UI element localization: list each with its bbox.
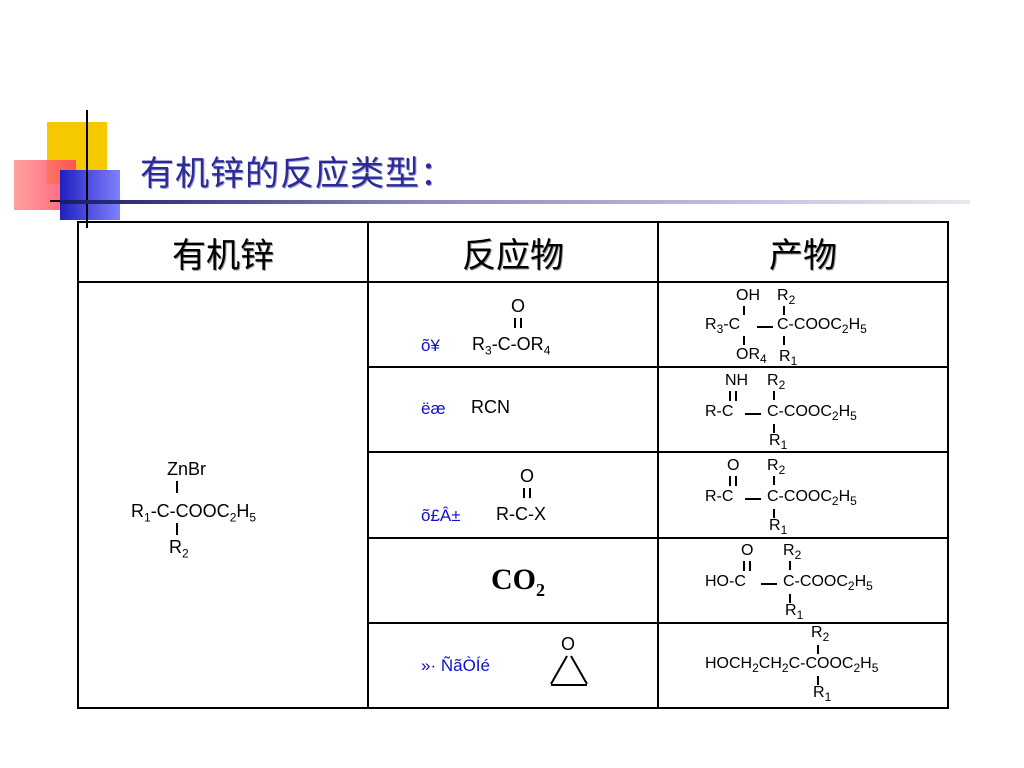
product-top-left: O [727, 456, 740, 474]
product-top-right: R2 [777, 286, 796, 307]
table-row: CO2 O R2 HO-C C-COOC2H5 R1 [78, 536, 949, 624]
table-row: ZnBr R1-C-COOC2H5 R2 O õ¥ R3-C-OR4 OH R2… [77, 280, 949, 709]
reaction-table: 有机锌 反应物 产物 ZnBr R1-C-COOC2H5 R2 O õ¥ R3-… [77, 221, 949, 710]
product-mid: HOCH2CH2C-COOC2H5 [705, 655, 879, 676]
reactant-cell: CO2 [367, 536, 659, 624]
bond-line [773, 423, 775, 433]
product-top-right: R2 [767, 456, 786, 478]
carbonyl-oxygen: O [511, 295, 526, 316]
header-product: 产物 [657, 221, 949, 283]
bond-line [817, 645, 819, 655]
product-cell: R2 HOCH2CH2C-COOC2H5 R1 [657, 621, 949, 710]
table-row: ëæ RCN NH R2 R-C C-COOC2H5 R1 [78, 366, 949, 454]
product-mid-left: HO-C [705, 573, 746, 591]
reactant-formula: RCN [471, 396, 510, 417]
product-top-right: R2 [811, 624, 830, 645]
corner-decoration [0, 0, 140, 230]
product-mid-right: C-COOC2H5 [777, 315, 867, 336]
reactant-cell: ëæ RCN [367, 366, 659, 454]
header-organozinc: 有机锌 [77, 221, 369, 283]
product-bottom-right: R1 [769, 431, 788, 452]
product-cell: NH R2 R-C C-COOC2H5 R1 [657, 366, 949, 454]
bond-line [817, 676, 819, 686]
organozinc-bottom: R2 [169, 537, 189, 561]
product-mid-left: R-C [705, 487, 734, 505]
product-top-left: O [741, 542, 754, 560]
header-reactant: 反应物 [367, 221, 659, 283]
product-mid-left: R3-C [705, 315, 741, 336]
product-mid-left: R-C [705, 402, 734, 420]
bond-line [789, 561, 791, 571]
double-bond [514, 317, 522, 328]
product-top-right: R2 [783, 542, 802, 563]
bond-line [783, 335, 785, 345]
product-bottom-right: R1 [785, 602, 804, 623]
product-bottom-right: R1 [813, 684, 832, 705]
page-title: 有机锌的反应类型： [140, 154, 455, 194]
product-cell: OH R2 R3-C C-COOC2H5 OR4 R1 [657, 280, 949, 369]
table-row: O õ£Â± R-C-X O R2 R-C C-COOC2H5 R1 [78, 451, 949, 539]
organozinc-top: ZnBr [167, 459, 207, 479]
bond-line [176, 481, 178, 493]
reactant-cell: O õ£Â± R-C-X [367, 451, 659, 539]
bond-line [745, 497, 761, 500]
bond-line [176, 523, 178, 535]
reactant-cell: O õ¥ R3-C-OR4 [367, 280, 659, 369]
bond-line [745, 412, 761, 415]
product-mid-right: C-COOC2H5 [767, 487, 857, 509]
reactant-cell: »· ÑãÒÍé O [367, 621, 659, 710]
table-row: »· ÑãÒÍé O R2 HOCH2CH2C-COOC2H5 R1 [78, 621, 949, 710]
product-top-right: R2 [767, 371, 786, 392]
double-bond [743, 561, 751, 572]
product-cell: O R2 R-C C-COOC2H5 R1 [657, 451, 949, 539]
double-bond [729, 475, 737, 486]
bond-line [743, 305, 745, 315]
reactant-formula: R-C-X [496, 503, 546, 524]
product-mid-right: C-COOC2H5 [783, 573, 873, 594]
double-bond [523, 487, 531, 498]
product-cell: O R2 HO-C C-COOC2H5 R1 [657, 536, 949, 624]
organozinc-cell: ZnBr R1-C-COOC2H5 R2 [77, 281, 369, 709]
product-bottom-left: OR4 [736, 345, 767, 366]
epoxide-ring-icon [550, 655, 588, 687]
product-top-left: OH [736, 286, 760, 304]
product-top-left: NH [725, 371, 749, 389]
reactant-co2: CO2 [491, 563, 545, 601]
carbonyl-oxygen: O [520, 465, 535, 486]
bond-line [783, 305, 785, 315]
reactant-label: ëæ [421, 398, 446, 418]
reactant-label: »· ÑãÒÍé [421, 656, 490, 676]
bond-line [757, 325, 773, 328]
bond-line [743, 335, 745, 345]
epoxide-oxygen: O [561, 634, 576, 655]
reactant-label: õ£Â± [421, 505, 461, 525]
bond-line [761, 583, 777, 586]
reactant-formula: R3-C-OR4 [472, 333, 551, 358]
table-header-row: 有机锌 反应物 产物 [77, 221, 949, 283]
bond-line [773, 390, 775, 400]
title-divider [60, 200, 970, 204]
reactant-label: õ¥ [421, 335, 440, 355]
product-mid-right: C-COOC2H5 [767, 402, 857, 423]
product-bottom-right: R1 [779, 347, 798, 368]
organozinc-formula: R1-C-COOC2H5 [131, 501, 257, 525]
bond-line [789, 594, 791, 604]
double-bond [729, 390, 737, 401]
bond-line [773, 475, 775, 485]
product-bottom-right: R1 [769, 516, 788, 538]
bond-line [773, 508, 775, 518]
